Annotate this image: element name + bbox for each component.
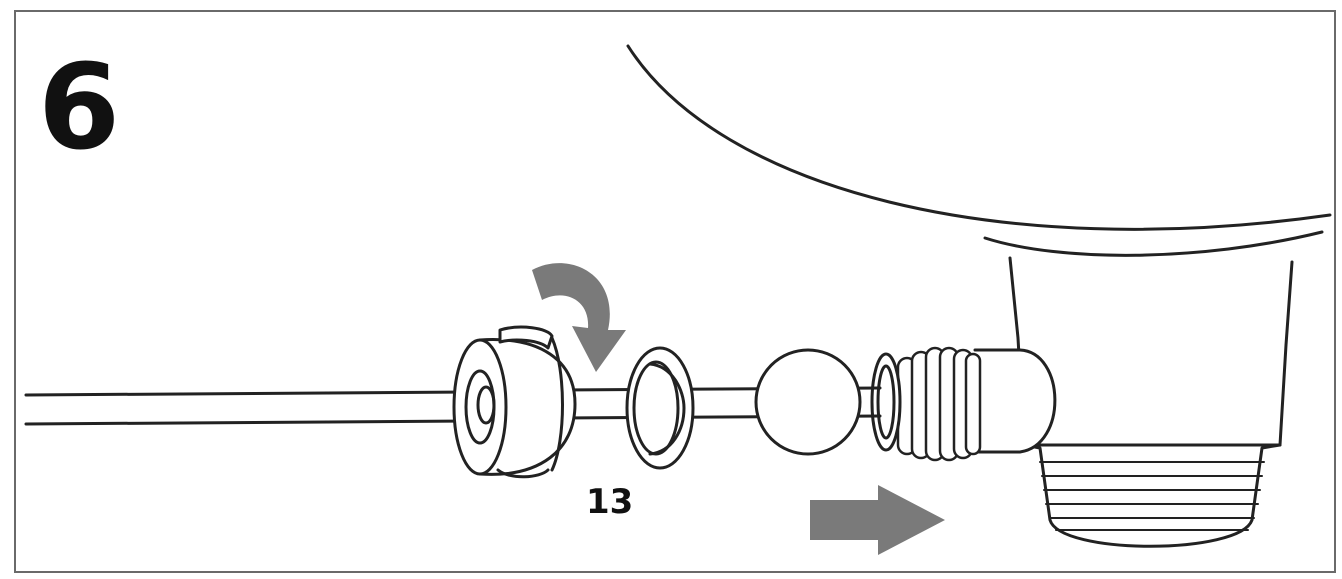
o-ring-washer bbox=[625, 346, 695, 470]
coupling-nut bbox=[452, 325, 577, 479]
side-port-threads bbox=[896, 346, 982, 462]
rotate-arrow-icon bbox=[532, 263, 626, 372]
hose-top bbox=[24, 390, 472, 397]
step-number: 6 bbox=[38, 38, 121, 176]
ball bbox=[754, 348, 862, 456]
tank-body bbox=[626, 44, 1332, 231]
outlet-threads bbox=[1039, 461, 1265, 531]
tank-rim bbox=[983, 230, 1324, 257]
side-port bbox=[973, 348, 1057, 454]
drain-fitting-housing bbox=[1008, 256, 1294, 548]
diagram-frame bbox=[14, 10, 1336, 573]
hose-bottom bbox=[24, 419, 472, 426]
part-label-13: 13 bbox=[586, 482, 634, 522]
push-direction-arrow-icon bbox=[810, 485, 945, 555]
